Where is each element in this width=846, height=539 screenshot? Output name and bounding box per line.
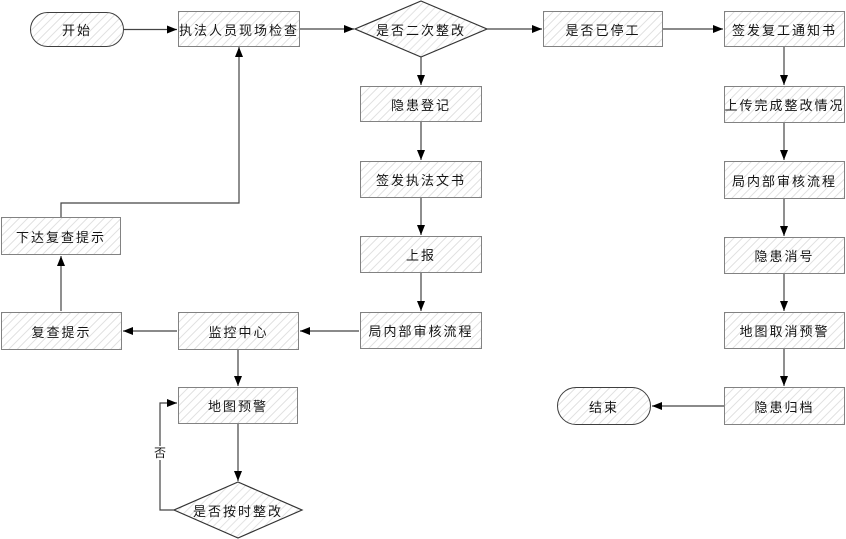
node-issue-resume-notice: 签发复工通知书 xyxy=(724,11,845,47)
node-work-stopped: 是否已停工 xyxy=(543,11,663,47)
node-report: 上报 xyxy=(360,236,482,273)
node-map-cancel-warning: 地图取消预警 xyxy=(724,312,845,349)
node-review-hint: 复查提示 xyxy=(1,312,122,350)
decision-ontime-fix-label: 是否按时整改 xyxy=(192,503,283,519)
node-hazard-cancel-number: 隐患消号 xyxy=(724,237,845,274)
node-inspect: 执法人员现场检查 xyxy=(178,11,300,47)
node-bureau-audit-right: 局内部审核流程 xyxy=(724,161,845,199)
node-monitor-center: 监控中心 xyxy=(178,312,299,350)
node-map-warning: 地图预警 xyxy=(178,387,298,424)
decision-ontime-fix-shape xyxy=(172,481,304,539)
node-issue-review-hint: 下达复查提示 xyxy=(1,217,121,255)
node-bureau-audit-mid: 局内部审核流程 xyxy=(360,312,482,349)
node-hazard-archive: 隐患归档 xyxy=(724,387,845,425)
node-hazard-register: 隐患登记 xyxy=(360,86,482,122)
edge-label-no: 否 xyxy=(151,446,169,460)
node-issue-enforcement-doc: 签发执法文书 xyxy=(360,161,482,198)
decision-second-fix-label: 是否二次整改 xyxy=(375,22,466,38)
node-upload-fix-status: 上传完成整改情况 xyxy=(724,86,845,123)
edge-issue-review-to-inspect xyxy=(60,47,243,217)
node-start: 开始 xyxy=(30,12,124,47)
node-end: 结束 xyxy=(557,387,651,425)
